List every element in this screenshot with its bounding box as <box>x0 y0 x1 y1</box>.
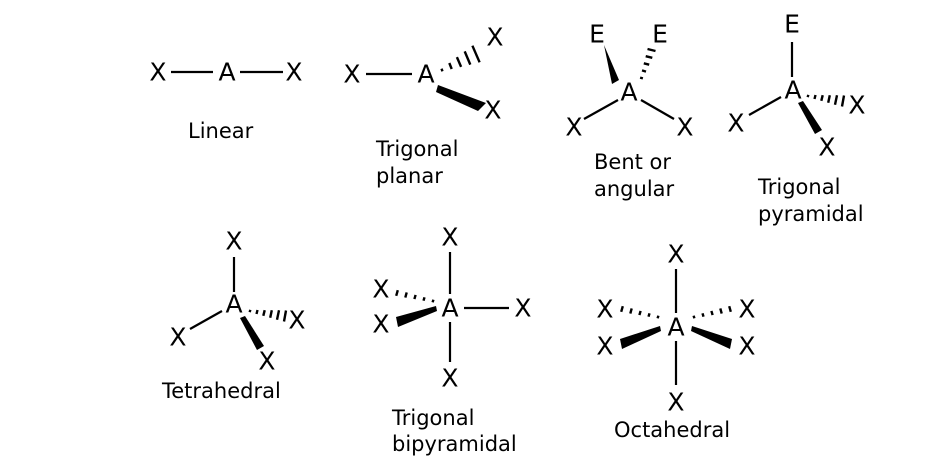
ligand-atom: X <box>727 109 744 138</box>
bond-single <box>748 96 782 116</box>
central-atom: A <box>441 294 458 323</box>
bond-hashed <box>806 94 846 107</box>
ligand-atom: X <box>565 113 582 142</box>
bond-hashed <box>440 45 481 72</box>
ligand-atom: X <box>486 23 503 52</box>
bond-single <box>640 99 675 120</box>
ligand-atom: X <box>818 133 835 162</box>
molecule-tetrahedral: X A X X X Tetrahedral <box>161 227 306 404</box>
bond-hashed <box>395 289 435 303</box>
central-atom: A <box>218 58 235 87</box>
ligand-atom: X <box>667 240 684 269</box>
bond-hashed <box>639 47 656 80</box>
bond-single <box>189 310 223 330</box>
bond-wedge <box>798 101 822 134</box>
central-atom: A <box>620 78 637 107</box>
geometry-label-trigonal-pyramidal: Trigonal pyramidal <box>757 175 864 226</box>
ligand-atom: X <box>848 91 865 120</box>
ligand-atom: X <box>258 347 275 376</box>
ligand-atom: X <box>372 310 389 339</box>
ligand-atom: X <box>441 364 458 393</box>
ligand-atom: X <box>484 96 501 125</box>
ligand-atom: X <box>288 306 305 335</box>
molecule-octahedral: X A X X X X X Octahedral <box>596 240 755 443</box>
geometry-label-octahedral: Octahedral <box>614 418 730 442</box>
geometry-label-tetrahedral: Tetrahedral <box>161 379 281 403</box>
bond-hashed <box>248 309 288 322</box>
bond-wedge <box>240 316 264 350</box>
central-atom: A <box>225 290 242 319</box>
bond-wedge <box>436 85 486 111</box>
molecule-bent: E E A X X Bent or angular <box>565 20 693 202</box>
bond-wedge <box>604 45 619 84</box>
ligand-atom: X <box>596 332 613 361</box>
molecule-trigonal-pyramidal: E A X X X Trigonal pyramidal <box>727 10 865 227</box>
bond-wedge <box>396 306 437 327</box>
ligand-atom: X <box>169 323 186 352</box>
ligand-atom: X <box>149 58 166 87</box>
ligand-atom: X <box>676 113 693 142</box>
ligand-atom: X <box>738 295 755 324</box>
molecule-trigonal-bipyramidal: X A X X X X Trigonal bipyramidal <box>372 223 531 457</box>
ligand-atom: X <box>225 227 242 256</box>
geometry-label-linear: Linear <box>188 119 254 143</box>
ligand-atom: X <box>285 58 302 87</box>
ligand-atom: X <box>343 60 360 89</box>
geometry-label-trigonal-planar: Trigonal planar <box>375 137 465 188</box>
central-atom: A <box>417 60 434 89</box>
ligand-atom: X <box>667 388 684 417</box>
ligand-atom: X <box>596 295 613 324</box>
bond-wedge <box>691 326 732 349</box>
bond-hashed <box>620 305 660 319</box>
molecule-trigonal-planar: X A X X Trigonal planar <box>343 23 503 189</box>
geometry-label-trigonal-bipyramidal: Trigonal bipyramidal <box>391 406 517 456</box>
ligand-atom: X <box>738 332 755 361</box>
bond-hashed <box>692 305 732 319</box>
ligand-atom: X <box>372 275 389 304</box>
central-atom: A <box>667 313 684 342</box>
ligand-atom: X <box>441 223 458 252</box>
bond-single <box>583 99 619 120</box>
lone-pair: E <box>784 10 800 39</box>
geometry-label-bent: Bent or angular <box>594 150 678 201</box>
ligand-atom: X <box>514 294 531 323</box>
lone-pair: E <box>589 20 605 49</box>
lone-pair: E <box>652 20 668 49</box>
molecule-linear: X A X Linear <box>149 58 302 144</box>
bond-wedge <box>620 326 661 349</box>
central-atom: A <box>784 76 801 105</box>
